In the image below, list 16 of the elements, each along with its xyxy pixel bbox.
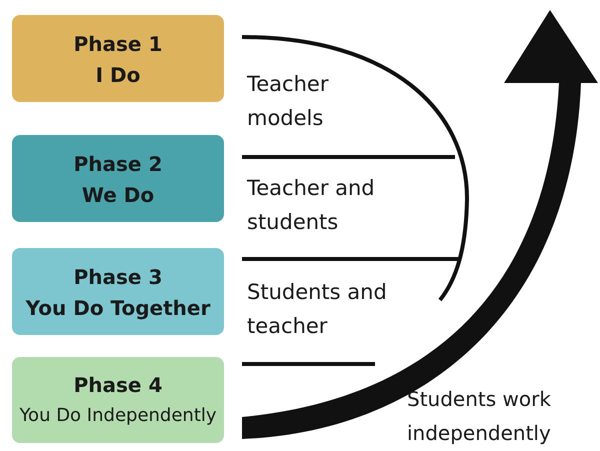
stage-description: Teacher and students [247,175,376,236]
phase-name: I Do [96,62,140,88]
phase-title: Phase 3 [74,264,162,290]
phase-box [12,357,224,443]
phase-title: Phase 4 [74,372,162,399]
phase-box [12,248,224,335]
phase-name: We Do [82,182,154,208]
phase-box [12,15,224,102]
phase-title: Phase 2 [74,150,162,178]
phase-title: Phase 1 [74,30,162,58]
phase-name: You Do Together [26,294,210,322]
stage-description: Teacher models [247,71,330,132]
stage-description: Students and teacher [247,279,388,340]
phase-name: You Do Independently [19,404,217,428]
stage-description: Students work independently [407,386,552,447]
phase-box [12,135,224,222]
